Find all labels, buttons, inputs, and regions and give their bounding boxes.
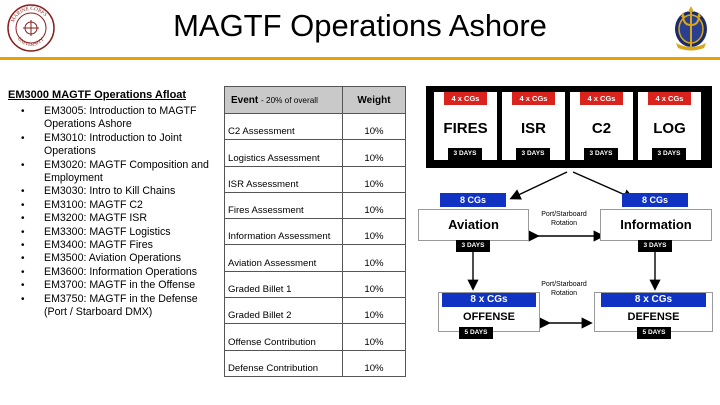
days-badge: 3 DAYS	[448, 148, 482, 160]
event-cell: ISR Assessment	[224, 165, 343, 193]
list-item: EM3200: MAGTF ISR	[8, 212, 222, 226]
weight-cell: 10%	[342, 244, 406, 272]
aviation-box: Aviation	[418, 209, 529, 241]
weight-column-header: Weight	[342, 86, 406, 114]
event-cell: C2 Assessment	[224, 112, 343, 141]
defense-box: 8 x CGs DEFENSE	[594, 292, 713, 332]
list-item: EM3100: MAGTF C2	[8, 199, 222, 213]
defense-label: DEFENSE	[627, 311, 680, 323]
list-item: EM3700: MAGTF in the Offense	[8, 279, 222, 293]
cg-count-badge: 4 x CGs	[580, 92, 623, 105]
list-item: EM3400: MAGTF Fires	[8, 239, 222, 253]
weight-cell: 10%	[342, 297, 406, 325]
information-cg-badge: 8 CGs	[622, 193, 688, 207]
c2-box: 4 x CGs C2 3 DAYS	[570, 92, 633, 160]
days-badge: 3 DAYS	[456, 240, 490, 252]
isr-box: 4 x CGs ISR 3 DAYS	[502, 92, 565, 160]
list-item: EM3005: Introduction to MAGTF Operations…	[8, 105, 222, 132]
course-list: EM3005: Introduction to MAGTF Operations…	[8, 105, 222, 320]
event-header-label: Event	[231, 94, 259, 106]
flow-arrows	[467, 171, 661, 329]
weight-cell: 10%	[342, 191, 406, 220]
aviation-cg-badge: 8 CGs	[440, 193, 506, 207]
cg-count-badge: 4 x CGs	[512, 92, 555, 105]
weight-cell: 10%	[342, 323, 406, 351]
event-cell: Defense Contribution	[224, 349, 343, 377]
header-divider	[0, 57, 720, 60]
list-item: EM3600: Information Operations	[8, 266, 222, 280]
course-heading: EM3000 MAGTF Operations Afloat	[8, 89, 187, 101]
rotation-line: Rotation	[550, 220, 578, 227]
offense-box: 8 x CGs OFFENSE	[438, 292, 540, 332]
trident-emblem-icon	[668, 3, 714, 53]
page-title: MAGTF Operations Ashore	[173, 8, 547, 43]
event-cell: Aviation Assessment	[224, 244, 343, 272]
list-item: EM3010: Introduction to Joint Operations	[8, 132, 222, 159]
weight-cell: 10%	[342, 218, 406, 246]
event-cell: Fires Assessment	[224, 191, 343, 220]
information-box: Information	[600, 209, 712, 241]
weight-cell: 10%	[342, 112, 406, 141]
fires-label: FIRES	[443, 120, 488, 137]
rotation-line: Port/Starboard	[541, 281, 587, 288]
event-column-header: Event - 20% of overall	[224, 86, 343, 114]
event-cell: Information Assessment	[224, 218, 343, 246]
weight-cell: 10%	[342, 139, 406, 167]
event-header-sub: - 20% of overall	[261, 95, 318, 105]
rotation-label-top: Port/Starboard Rotation	[532, 210, 596, 228]
list-item: EM3500: Aviation Operations	[8, 252, 222, 266]
log-label: LOG	[653, 120, 686, 137]
list-item: EM3300: MAGTF Logistics	[8, 226, 222, 240]
rotation-line: Rotation	[550, 290, 578, 297]
fires-box: 4 x CGs FIRES 3 DAYS	[434, 92, 497, 160]
phase-one-panel: 4 x CGs FIRES 3 DAYS 4 x CGs ISR 3 DAYS …	[426, 86, 712, 168]
weight-cell: 10%	[342, 349, 406, 377]
days-badge: 5 DAYS	[459, 327, 493, 339]
list-item: EM3750: MAGTF in the Defense (Port / Sta…	[8, 293, 222, 320]
days-badge: 3 DAYS	[638, 240, 672, 252]
marine-corps-university-logo: MARINE CORPS UNIVERSITY	[6, 3, 56, 53]
svg-text:UNIVERSITY: UNIVERSITY	[16, 36, 46, 48]
c2-label: C2	[591, 120, 612, 137]
list-item: EM3020: MAGTF Composition and Employment	[8, 159, 222, 186]
event-cell: Logistics Assessment	[224, 139, 343, 167]
log-box: 4 x CGs LOG 3 DAYS	[638, 92, 701, 160]
isr-label: ISR	[520, 120, 546, 137]
defense-cg-badge: 8 x CGs	[601, 293, 706, 307]
event-cell: Graded Billet 2	[224, 297, 343, 325]
events-weight-table: Event - 20% of overall Weight C2 Assessm…	[224, 86, 406, 377]
offense-label: OFFENSE	[463, 311, 515, 323]
weight-cell: 10%	[342, 270, 406, 299]
weight-cell: 10%	[342, 165, 406, 193]
information-label: Information	[620, 217, 692, 232]
rotation-line: Port/Starboard	[541, 211, 587, 218]
rotation-label-bottom: Port/Starboard Rotation	[532, 280, 596, 298]
days-badge: 5 DAYS	[637, 327, 671, 339]
cg-count-badge: 4 x CGs	[444, 92, 487, 105]
arrow-to-aviation	[509, 171, 568, 200]
event-cell: Graded Billet 1	[224, 270, 343, 299]
days-badge: 3 DAYS	[516, 148, 550, 160]
event-cell: Offense Contribution	[224, 323, 343, 351]
days-badge: 3 DAYS	[584, 148, 618, 160]
list-item: EM3030: Intro to Kill Chains	[8, 185, 222, 199]
days-badge: 3 DAYS	[652, 148, 686, 160]
offense-cg-badge: 8 x CGs	[442, 293, 536, 307]
cg-count-badge: 4 x CGs	[648, 92, 691, 105]
aviation-label: Aviation	[448, 217, 499, 232]
